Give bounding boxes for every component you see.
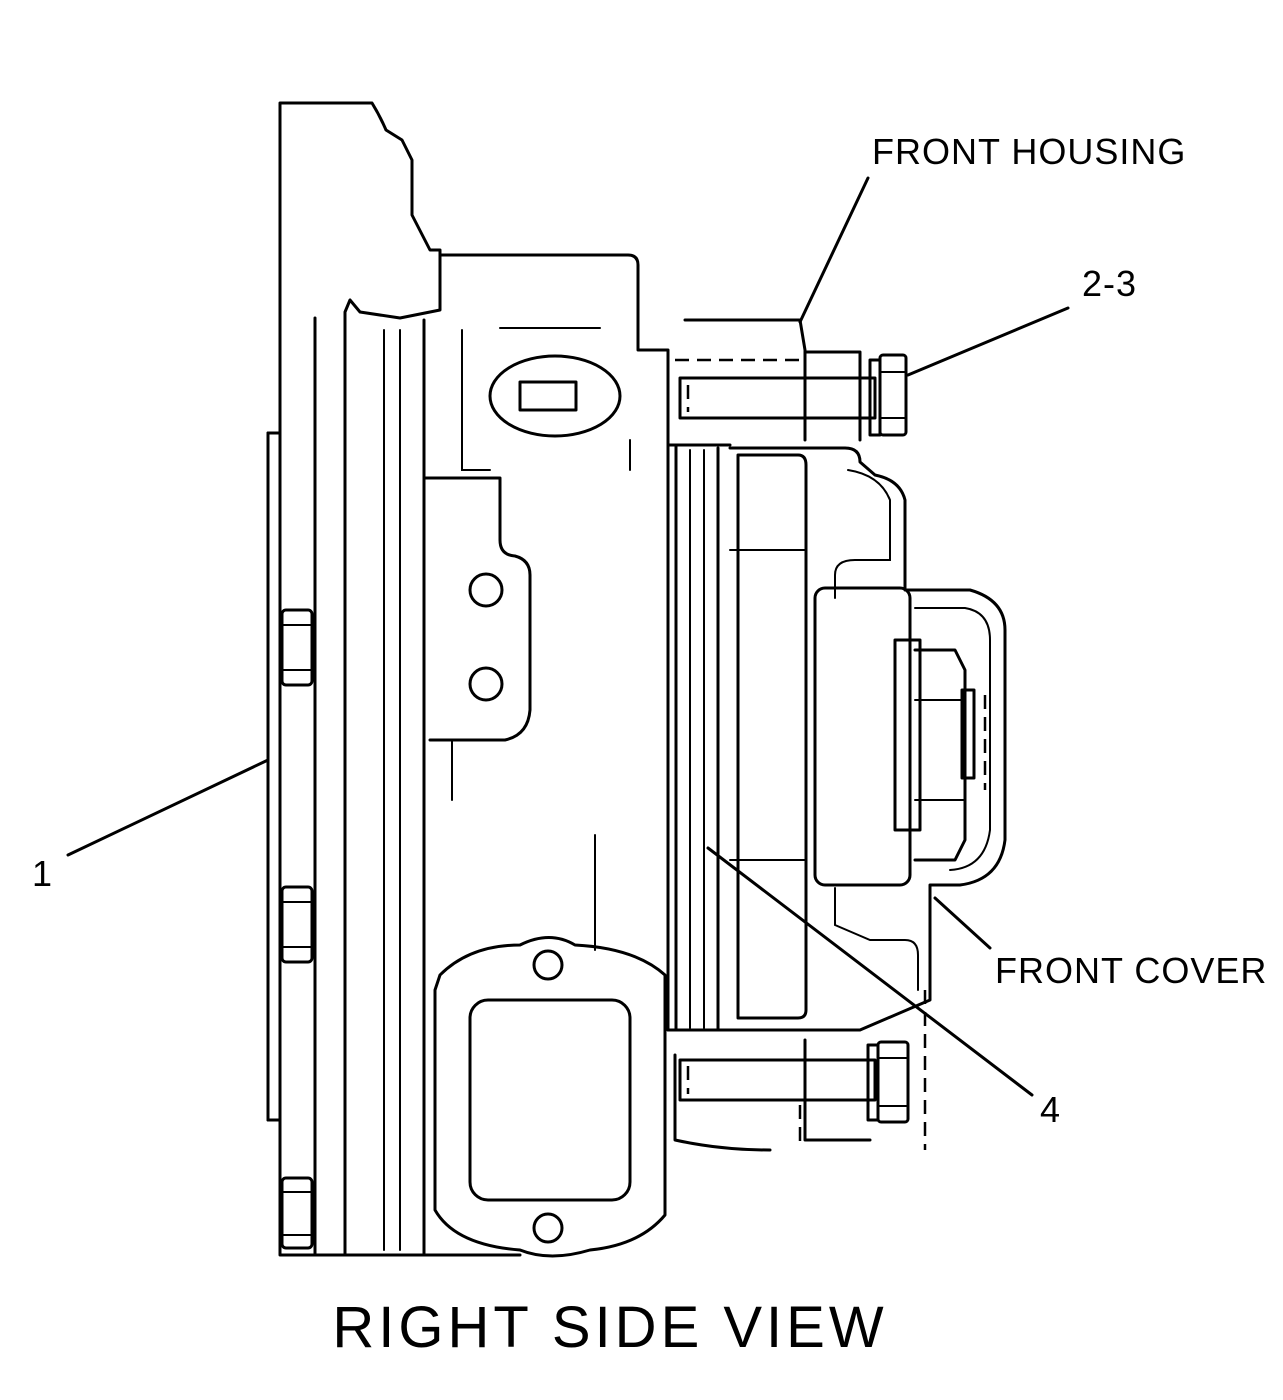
front-cover <box>728 446 1007 1150</box>
leader-front-cover <box>933 896 992 950</box>
top-bolt <box>678 353 908 437</box>
label-front-housing: FRONT HOUSING <box>872 131 1186 172</box>
label-front-cover: FRONT COVER <box>995 950 1267 991</box>
label-item-4: 4 <box>1040 1089 1061 1130</box>
label-item-1: 1 <box>32 853 53 894</box>
lower-port-plate <box>433 936 667 1258</box>
label-bolt-group: 2-3 <box>1082 263 1137 304</box>
main-housing <box>266 101 522 1257</box>
leader-item-1 <box>66 758 270 857</box>
front-housing-flange <box>673 318 872 1152</box>
center-hub <box>813 586 987 887</box>
leader-item-4 <box>706 846 1034 1097</box>
upper-boss <box>438 253 670 1032</box>
left-bolts <box>280 608 314 1250</box>
view-caption: RIGHT SIDE VIEW <box>332 1295 887 1360</box>
gasket-stack <box>666 443 732 1032</box>
bottom-bolt <box>678 1040 910 1124</box>
leader-front-housing <box>798 176 870 324</box>
side-bracket <box>422 476 596 951</box>
leader-bolt-group <box>906 306 1070 377</box>
